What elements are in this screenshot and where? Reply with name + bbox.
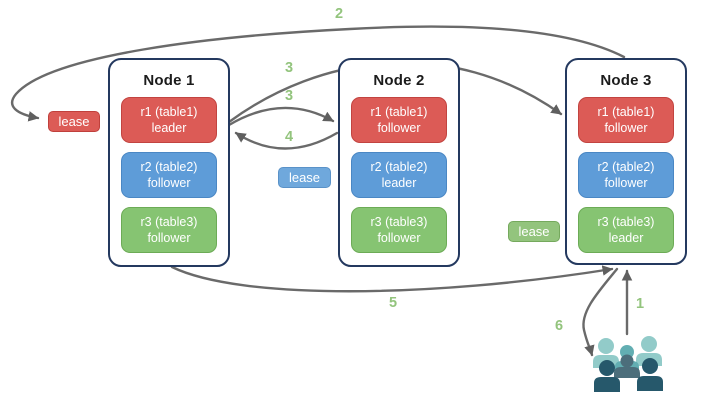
step-label-6: 6	[555, 318, 564, 334]
lease-chip-green: lease	[508, 221, 560, 242]
node-1-title: Node 1	[143, 72, 195, 89]
node-1-box: Node 1 r1 (table1) leader r2 (table2) fo…	[108, 58, 230, 267]
node-3-box: Node 3 r1 (table1) follower r2 (table2) …	[565, 58, 687, 265]
range-role: leader	[151, 121, 187, 135]
lease-chip-red: lease	[48, 111, 100, 132]
arrow-step-2	[10, 25, 626, 122]
arrow-step-6	[582, 267, 619, 357]
step-label-4: 4	[285, 129, 294, 145]
arrow-step-5	[170, 265, 614, 293]
node3-range-r3: r3 (table3) leader	[578, 207, 674, 253]
step-label-3a: 3	[285, 60, 294, 76]
range-name: r1 (table1)	[597, 104, 655, 119]
range-role: leader	[608, 231, 644, 245]
node3-range-r1: r1 (table1) follower	[578, 97, 674, 143]
users-group-icon	[593, 336, 663, 392]
range-name: r3 (table3)	[140, 214, 198, 229]
range-name: r2 (table2)	[370, 159, 428, 174]
node1-range-r3: r3 (table3) follower	[121, 207, 217, 253]
step-label-5: 5	[389, 295, 398, 311]
node1-range-r2: r2 (table2) follower	[121, 152, 217, 198]
range-role: follower	[377, 231, 421, 245]
node2-range-r2: r2 (table2) leader	[351, 152, 447, 198]
node1-range-r1: r1 (table1) leader	[121, 97, 217, 143]
node2-range-r1: r1 (table1) follower	[351, 97, 447, 143]
node-3-title: Node 3	[600, 72, 652, 89]
range-role: leader	[381, 176, 417, 190]
range-role: follower	[147, 176, 191, 190]
step-label-2: 2	[335, 6, 344, 22]
arrow-step-3-to-node2	[227, 106, 335, 127]
range-name: r2 (table2)	[140, 159, 198, 174]
range-name: r1 (table1)	[140, 104, 198, 119]
range-name: r3 (table3)	[370, 214, 428, 229]
node-2-box: Node 2 r1 (table1) follower r2 (table2) …	[338, 58, 460, 267]
range-role: follower	[604, 176, 648, 190]
lease-chip-blue: lease	[278, 167, 331, 188]
range-name: r2 (table2)	[597, 159, 655, 174]
node-2-title: Node 2	[373, 72, 425, 89]
range-role: follower	[604, 121, 648, 135]
range-name: r3 (table3)	[597, 214, 655, 229]
range-role: follower	[377, 121, 421, 135]
range-name: r1 (table1)	[370, 104, 428, 119]
step-label-3b: 3	[285, 88, 294, 104]
step-label-1: 1	[636, 296, 645, 312]
node3-range-r2: r2 (table2) follower	[578, 152, 674, 198]
range-role: follower	[147, 231, 191, 245]
node2-range-r3: r3 (table3) follower	[351, 207, 447, 253]
